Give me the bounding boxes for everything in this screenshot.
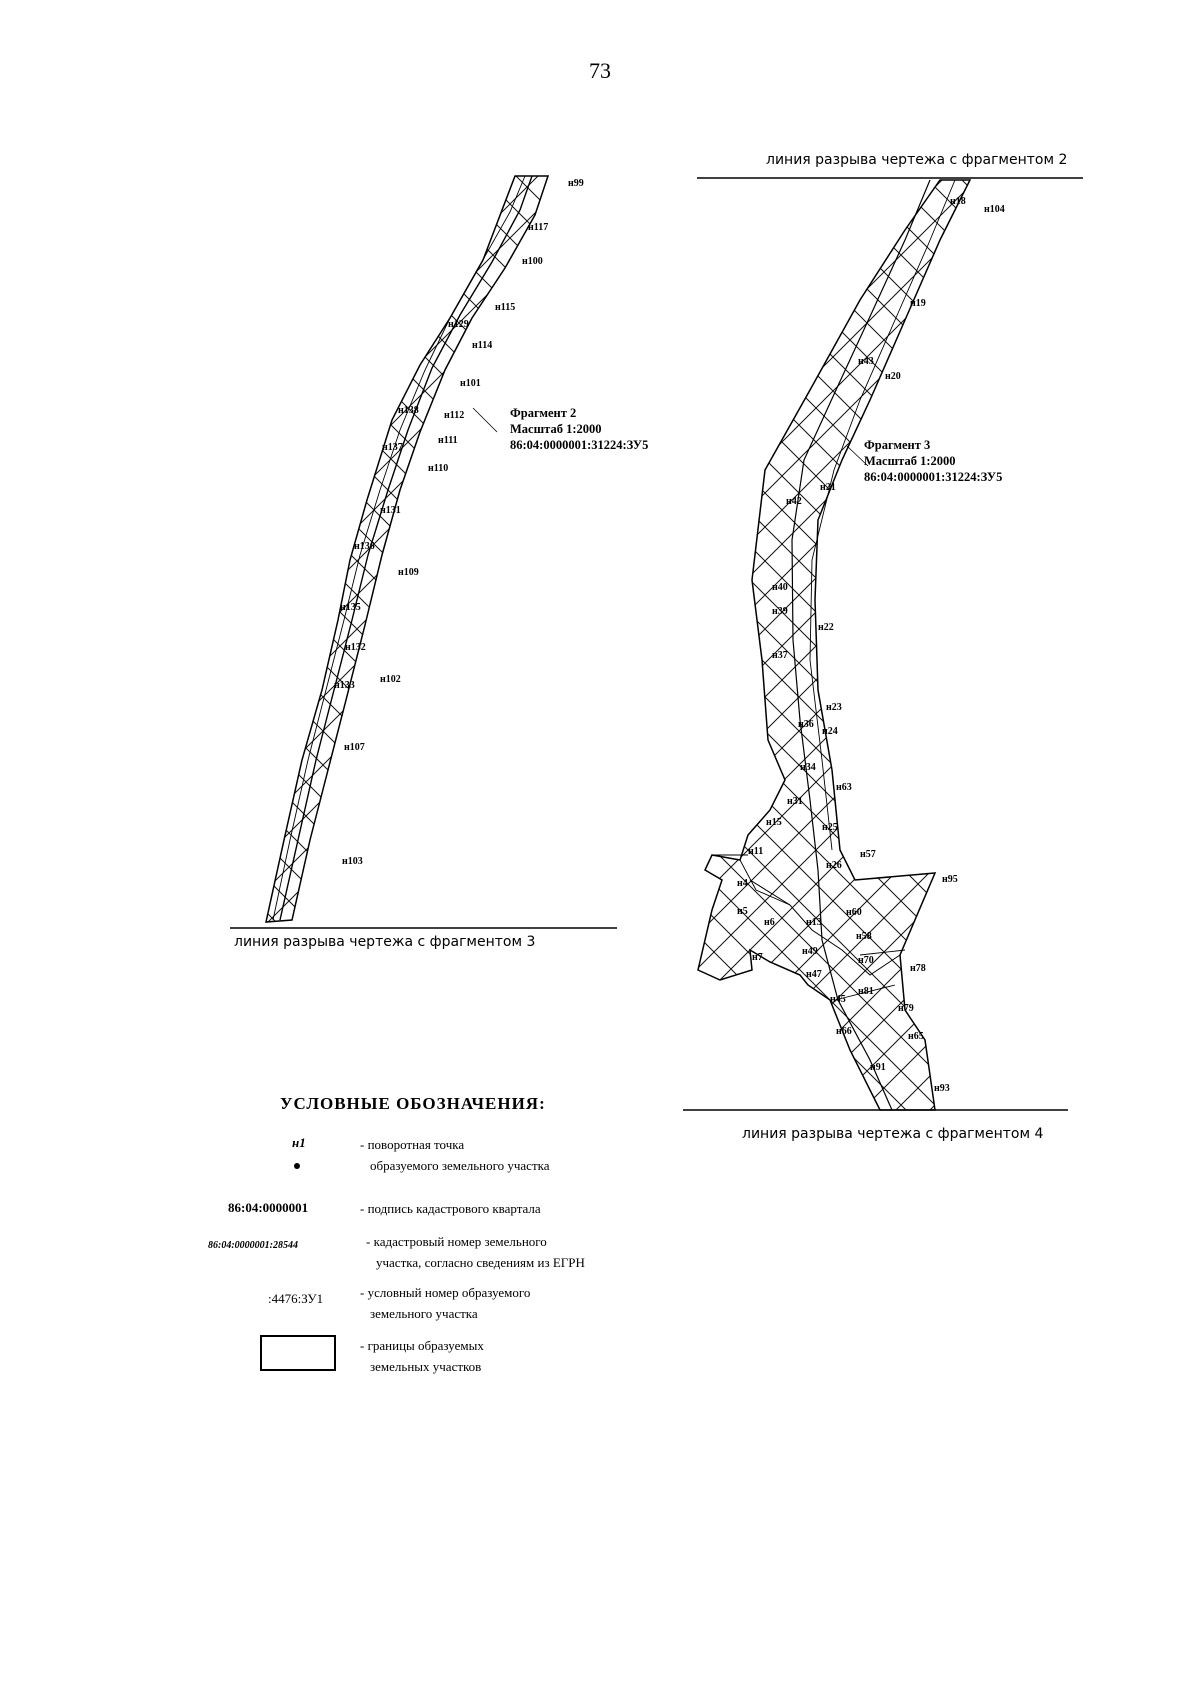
point-label: н45 <box>830 994 846 1005</box>
point-label: н26 <box>826 860 842 871</box>
point-label: н137 <box>382 442 403 453</box>
legend-cond-desc-1: - условный номер образуемого <box>360 1285 531 1300</box>
point-label: н129 <box>448 319 469 330</box>
point-label: н101 <box>460 378 481 389</box>
point-label: н22 <box>818 622 834 633</box>
point-label: н131 <box>380 505 401 516</box>
fragment-3-strip <box>697 179 972 1111</box>
point-label: н136 <box>354 541 375 552</box>
point-label: н15 <box>766 817 782 828</box>
point-label: н103 <box>342 856 363 867</box>
point-label: н40 <box>772 582 788 593</box>
point-label: н110 <box>428 463 448 474</box>
point-label: н25 <box>822 822 838 833</box>
fragment-2-strip <box>265 175 550 923</box>
point-label: н114 <box>472 340 492 351</box>
point-label: н5 <box>737 906 748 917</box>
point-label: н4 <box>737 878 748 889</box>
point-label: н60 <box>846 907 862 918</box>
point-label: н43 <box>858 356 874 367</box>
fragment-2-info: Фрагмент 2 Масштаб 1:2000 86:04:0000001:… <box>510 405 648 453</box>
point-label: н21 <box>820 482 836 493</box>
point-label: н57 <box>860 849 876 860</box>
point-label: н78 <box>910 963 926 974</box>
point-label: н132 <box>345 642 366 653</box>
legend-bound-desc-1: - границы образуемых <box>360 1338 484 1353</box>
point-label: н20 <box>885 371 901 382</box>
legend-title: УСЛОВНЫЕ ОБОЗНАЧЕНИЯ: <box>280 1094 546 1113</box>
legend-quarter-desc: - подпись кадастрового квартала <box>360 1201 541 1216</box>
point-label: н70 <box>858 955 874 966</box>
break-line-2-label: линия разрыва чертежа с фрагментом 2 <box>766 152 1068 168</box>
point-label: н91 <box>870 1062 886 1073</box>
legend-bound-desc-2: земельных участков <box>370 1359 482 1374</box>
point-label: н36 <box>798 719 814 730</box>
legend-cond-desc-2: земельного участка <box>370 1306 478 1321</box>
point-label: н47 <box>806 969 822 980</box>
point-label: н34 <box>800 762 816 773</box>
fragment-3-cadastral: 86:04:0000001:31224:ЗУ5 <box>864 470 1003 484</box>
point-label: н100 <box>522 256 543 267</box>
point-label: н107 <box>344 742 365 753</box>
point-label: н133 <box>334 680 355 691</box>
point-label: н138 <box>398 405 419 416</box>
point-label: н42 <box>786 496 802 507</box>
point-label: н18 <box>950 196 966 207</box>
points-right: н18 н104 н19 н43 н20 н21 н42 н40 н39 н22… <box>737 196 1005 1094</box>
point-label: н95 <box>942 874 958 885</box>
legend-cond-symbol: :4476:ЗУ1 <box>268 1291 324 1306</box>
point-label: н11 <box>748 846 763 857</box>
point-label: н49 <box>802 946 818 957</box>
legend-parcel-desc-2: участка, согласно сведениям из ЕГРН <box>376 1255 585 1270</box>
point-label: н102 <box>380 674 401 685</box>
point-label: н65 <box>908 1031 924 1042</box>
legend-point-dot <box>294 1163 300 1169</box>
legend-parcel-symbol: 86:04:0000001:28544 <box>208 1240 298 1251</box>
fragment-2-title: Фрагмент 2 <box>510 406 577 420</box>
point-label: н117 <box>528 222 548 233</box>
point-label: н109 <box>398 567 419 578</box>
point-label: н24 <box>822 726 838 737</box>
fragment-2-cadastral: 86:04:0000001:31224:ЗУ5 <box>510 438 649 452</box>
fragment-3-title: Фрагмент 3 <box>864 438 931 452</box>
point-label: н19 <box>910 298 926 309</box>
legend-parcel-desc-1: - кадастровый номер земельного <box>366 1234 547 1249</box>
fragment-3-info: Фрагмент 3 Масштаб 1:2000 86:04:0000001:… <box>864 437 1002 485</box>
point-label: н58 <box>856 931 872 942</box>
break-line-4-label: линия разрыва чертежа с фрагментом 4 <box>742 1126 1044 1142</box>
point-label: н6 <box>764 917 775 928</box>
point-label: н104 <box>984 204 1005 215</box>
legend-point-symbol: н1 <box>292 1135 306 1150</box>
point-label: н111 <box>438 435 458 446</box>
legend-boundary-box <box>260 1335 336 1371</box>
point-label: н112 <box>444 410 464 421</box>
page-number: 73 <box>589 58 611 83</box>
point-label: н93 <box>934 1083 950 1094</box>
point-label: н23 <box>826 702 842 713</box>
point-label: н81 <box>858 986 874 997</box>
break-line-3-label: линия разрыва чертежа с фрагментом 3 <box>234 934 536 950</box>
point-label: н135 <box>340 602 361 613</box>
point-label: н115 <box>495 302 515 313</box>
fragment-3-scale: Масштаб 1:2000 <box>864 454 956 468</box>
point-label: н31 <box>787 796 803 807</box>
legend-quarter-symbol: 86:04:0000001 <box>228 1200 309 1215</box>
legend-point-desc-1: - поворотная точка <box>360 1137 465 1152</box>
point-label: н13 <box>806 917 822 928</box>
point-label: н79 <box>898 1003 914 1014</box>
point-label: н7 <box>752 952 763 963</box>
point-label: н37 <box>772 650 788 661</box>
fragment-3-leader <box>846 445 869 467</box>
fragment-2-scale: Масштаб 1:2000 <box>510 422 602 436</box>
legend-point-desc-2: образуемого земельного участка <box>370 1158 550 1173</box>
point-label: н66 <box>836 1026 852 1037</box>
fragment-2-leader <box>472 407 498 433</box>
point-label: н99 <box>568 178 584 189</box>
points-left: н99 н117 н100 н115 н129 н114 н101 н138 н… <box>334 178 584 867</box>
point-label: н63 <box>836 782 852 793</box>
point-label: н39 <box>772 606 788 617</box>
